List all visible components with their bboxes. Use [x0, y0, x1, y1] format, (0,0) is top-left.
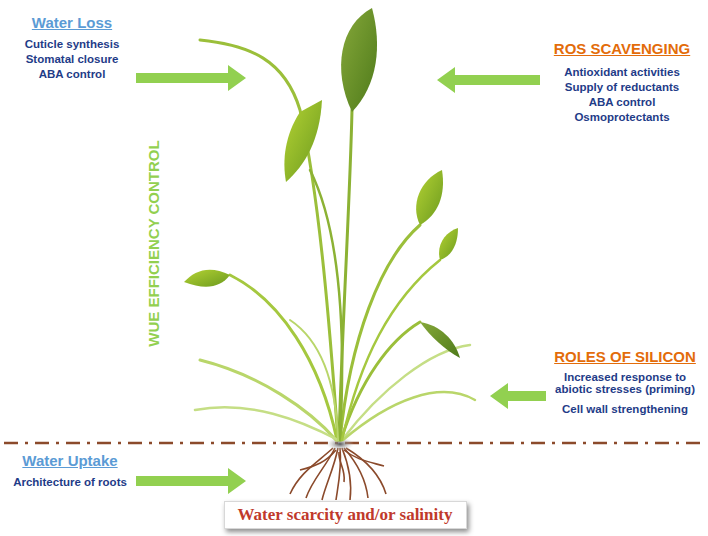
- body-line: Cell wall strengthening: [562, 403, 688, 415]
- section-heading: ROLES OF SILICON: [554, 348, 696, 365]
- leaf: [420, 322, 460, 358]
- leaf: [184, 270, 230, 287]
- leaf: [284, 100, 322, 182]
- body-line: Antioxidant activities: [564, 66, 680, 78]
- body-line: Cuticle synthesis: [25, 38, 120, 50]
- leaf: [416, 170, 443, 225]
- body-line: Increased response to abiotic stresses (…: [550, 371, 700, 395]
- box-text: Water scarcity and/or salinity: [238, 505, 453, 525]
- stems: [195, 40, 475, 440]
- pointer-arrows: [136, 65, 546, 494]
- leaf: [341, 8, 377, 112]
- body-line: ABA control: [39, 68, 106, 80]
- soil-line: [4, 442, 704, 445]
- section-heading: Water Uptake: [22, 452, 117, 469]
- body-line: Osmoprotectants: [574, 111, 669, 123]
- condition-box: Water scarcity and/or salinity: [224, 501, 467, 529]
- body-line: Supply of reductants: [565, 81, 679, 93]
- body-line: ABA control: [589, 96, 656, 108]
- vertical-label: WUE EFFICIENCY CONTROL: [144, 140, 161, 346]
- body-line: Stomatal closure: [26, 53, 119, 65]
- section-heading: ROS SCAVENGING: [554, 40, 690, 57]
- section-heading: Water Loss: [32, 14, 112, 31]
- leaf: [439, 228, 458, 260]
- body-line: Architecture of roots: [13, 476, 127, 488]
- roots: [290, 448, 386, 500]
